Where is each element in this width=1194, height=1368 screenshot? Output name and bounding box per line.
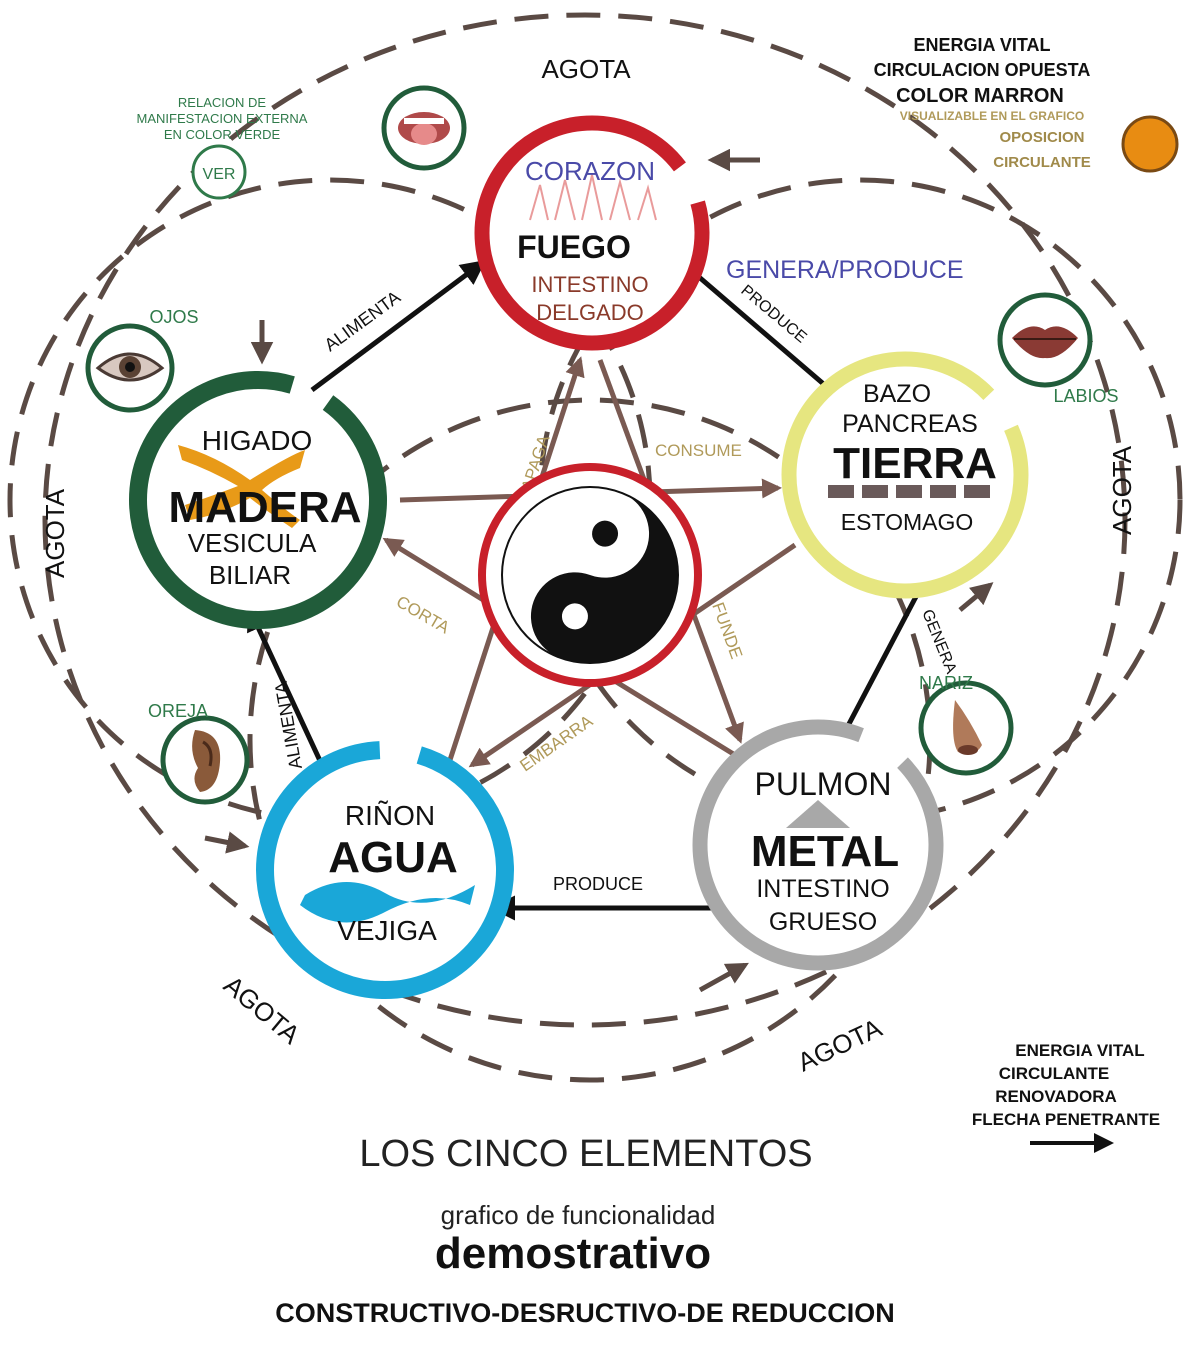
element-agua: RIÑON AGUA VEJIGA <box>256 741 514 999</box>
madera-cross-icon <box>178 445 305 528</box>
madera-name: MADERA <box>168 483 361 532</box>
agota-bottom-left: AGOTA <box>218 970 306 1051</box>
legend-green-line1: RELACION DE <box>178 95 266 110</box>
tierra-organ-top-2: PANCREAS <box>842 410 978 438</box>
metal-triangle-icon <box>786 800 850 828</box>
sense-tongue <box>381 85 467 171</box>
fuego-organ-top: CORAZON <box>525 156 655 186</box>
eye-icon <box>95 352 165 382</box>
madera-organ-top: HIGADO <box>202 425 312 456</box>
legend-green-badge <box>191 144 247 200</box>
sense-oreja: OREJA <box>148 701 250 805</box>
agota-bottom-right: AGOTA <box>793 1012 887 1077</box>
ear-icon <box>192 730 221 792</box>
sense-labios: LABIOS <box>997 292 1119 406</box>
tierra-stripe-icon <box>828 485 990 498</box>
fuego-organ-bottom-2: DELGADO <box>536 300 644 325</box>
footer-subtitle: grafico de funcionalidad <box>441 1200 716 1230</box>
sense-oreja-label: OREJA <box>148 701 208 721</box>
legend-arrow-line3: RENOVADORA <box>995 1087 1117 1106</box>
yin-yang-symbol <box>478 463 702 687</box>
label-produce-right: PRODUCE <box>737 282 809 346</box>
legend-arrow-line1: ENERGIA VITAL <box>1015 1041 1144 1060</box>
agua-organ-top: RIÑON <box>345 800 435 831</box>
madera-organ-bottom-1: VESICULA <box>188 528 317 558</box>
legend-brown-dot <box>1121 115 1179 173</box>
tierra-organ-bottom: ESTOMAGO <box>841 509 974 535</box>
label-consume: CONSUME <box>655 441 742 460</box>
label-corta: CORTA <box>393 592 453 638</box>
footer-caption: CONSTRUCTIVO-DESRUCTIVO-DE REDUCCION <box>275 1298 895 1328</box>
dashed-arrow-to-agua <box>204 831 250 854</box>
arrow-fuego-tierra <box>683 263 852 409</box>
dashed-arrow-to-tierra <box>958 582 994 612</box>
agota-top: AGOTA <box>541 54 631 84</box>
sense-nariz: NARIZ <box>918 673 1014 776</box>
label-genera: GENERA <box>918 607 959 676</box>
legend-green-line3: EN COLOR VERDE <box>164 127 281 142</box>
element-fuego: CORAZON FUEGO INTESTINO DELGADO <box>474 115 710 351</box>
label-embarra: EMBARRA <box>516 711 596 775</box>
element-tierra: BAZO PANCREAS TIERRA ESTOMAGO <box>781 351 1029 599</box>
tierra-name: TIERRA <box>833 439 997 488</box>
legend-brown-line6: CIRCULANTE <box>993 154 1091 171</box>
footer: LOS CINCO ELEMENTOS grafico de funcional… <box>275 1133 895 1328</box>
label-genera-produce: GENERA/PRODUCE <box>726 256 964 284</box>
sense-nariz-label: NARIZ <box>919 673 973 693</box>
agua-wave-icon <box>300 881 475 923</box>
metal-name: METAL <box>751 827 899 876</box>
sense-ojos: OJOS <box>85 307 199 413</box>
fuego-name: FUEGO <box>517 229 631 265</box>
nose-icon <box>953 700 982 755</box>
legend-arrow: ENERGIA VITAL CIRCULANTE RENOVADORA FLEC… <box>972 1041 1160 1153</box>
fuego-organ-bottom-1: INTESTINO <box>531 272 648 297</box>
label-alimenta-left: ALIMENTA <box>271 680 306 771</box>
legend-brown: ENERGIA VITAL CIRCULACION OPUESTA COLOR … <box>874 35 1179 173</box>
label-alimenta-top: ALIMENTA <box>321 287 405 355</box>
legend-green-line2: MANIFESTACION EXTERNA <box>137 111 308 126</box>
lips-icon <box>1012 326 1078 359</box>
agota-left: AGOTA <box>40 488 70 578</box>
agua-name: AGUA <box>328 833 458 882</box>
legend-brown-line4: VISUALIZABLE EN EL GRAFICO <box>900 109 1084 123</box>
element-madera: HIGADO MADERA VESICULA BILIAR <box>129 371 387 629</box>
footer-emphasis: demostrativo <box>435 1229 711 1278</box>
arrow-madera-fuego <box>310 260 487 393</box>
metal-ring <box>692 719 944 971</box>
legend-green: RELACION DE MANIFESTACION EXTERNA EN COL… <box>137 95 308 200</box>
metal-organ-bottom-2: GRUESO <box>769 908 877 936</box>
fuego-flame-icon <box>529 174 657 221</box>
footer-title: LOS CINCO ELEMENTOS <box>359 1133 812 1175</box>
agua-ring <box>256 741 514 999</box>
dashed-arrowheads <box>204 148 994 993</box>
legend-green-badge-label: VER <box>203 166 236 183</box>
legend-arrow-line2: CIRCULANTE <box>999 1064 1110 1083</box>
agota-right: AGOTA <box>1107 445 1137 535</box>
label-funde: FUNDE <box>708 600 746 662</box>
legend-brown-line2: CIRCULACION OPUESTA <box>874 60 1091 80</box>
dashed-arrow-to-metal <box>698 962 749 993</box>
legend-arrow-line4: FLECHA PENETRANTE <box>972 1110 1160 1129</box>
metal-organ-top: PULMON <box>755 766 892 802</box>
legend-brown-line1: ENERGIA VITAL <box>913 35 1050 55</box>
sense-labios-label: LABIOS <box>1053 386 1118 406</box>
legend-brown-line3: COLOR MARRON <box>896 85 1064 107</box>
tierra-ring <box>781 351 1029 599</box>
metal-organ-bottom-1: INTESTINO <box>756 875 889 903</box>
madera-organ-bottom-2: BILIAR <box>209 560 291 590</box>
sense-ojos-label: OJOS <box>149 307 198 327</box>
tierra-organ-top-1: BAZO <box>863 380 931 408</box>
arrow-agua-madera <box>247 605 331 780</box>
tongue-icon <box>398 112 450 145</box>
legend-brown-line5: OPOSICION <box>999 129 1084 146</box>
fuego-ring <box>474 115 710 351</box>
outer-dashed-cycle <box>42 12 1128 1028</box>
label-produce-bottom: PRODUCE <box>553 874 643 894</box>
element-metal: PULMON METAL INTESTINO GRUESO <box>692 719 944 971</box>
agua-organ-bottom: VEJIGA <box>337 915 437 946</box>
